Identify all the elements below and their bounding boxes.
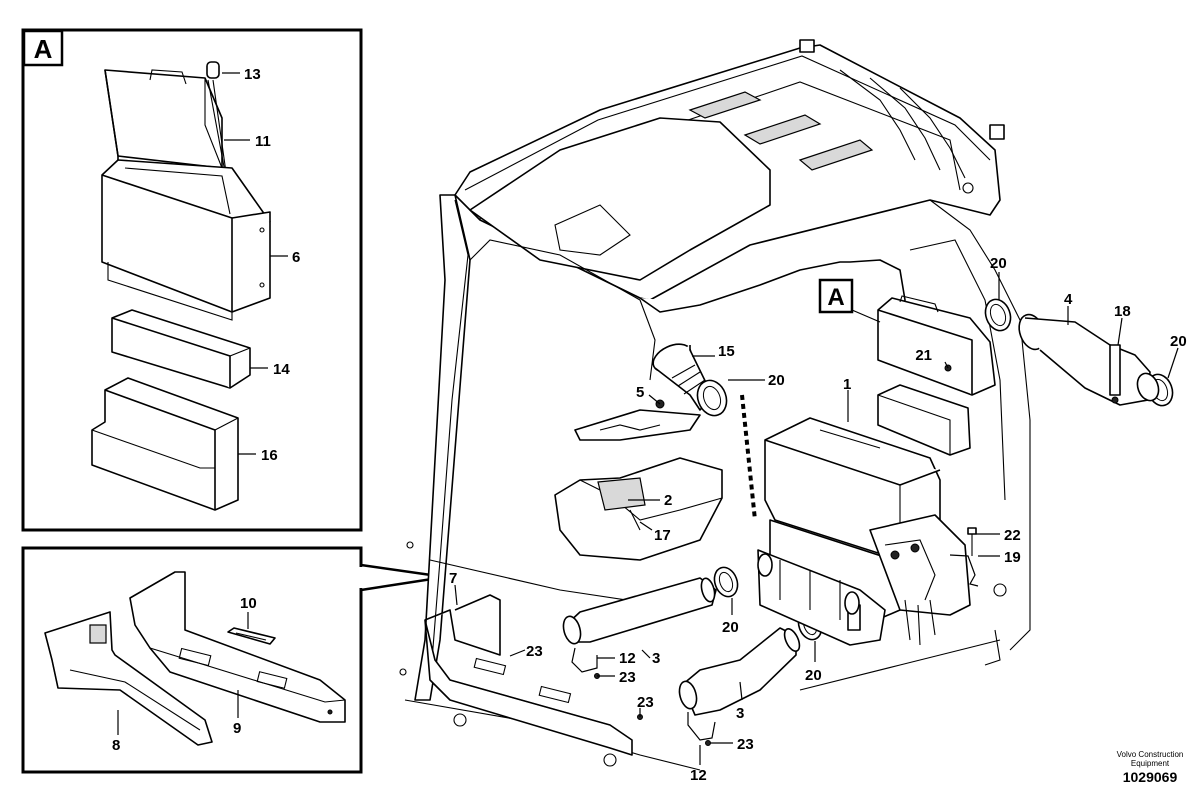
part-1-heater-unit bbox=[757, 417, 971, 646]
callout-23-d: 23 bbox=[737, 736, 754, 753]
part-11-cover bbox=[104, 69, 233, 211]
callout-11: 11 bbox=[255, 133, 271, 150]
callout-15: 15 bbox=[718, 343, 735, 360]
drawing-number: 1029069 bbox=[1122, 769, 1178, 785]
part-4-duct bbox=[1018, 313, 1160, 406]
callout-10: 10 bbox=[240, 595, 257, 612]
part-14-filter bbox=[111, 309, 251, 389]
callout-6: 6 bbox=[292, 249, 300, 266]
callout-22: 22 bbox=[1004, 527, 1021, 544]
part-6-housing bbox=[101, 159, 271, 321]
callout-17: 17 bbox=[654, 527, 671, 544]
part-8-panel bbox=[44, 611, 213, 746]
callout-9: 9 bbox=[233, 720, 241, 737]
callout-20-c: 20 bbox=[1170, 333, 1187, 350]
part-12-clip-upper bbox=[571, 647, 600, 679]
callout-3-b: 3 bbox=[736, 705, 744, 722]
part-10-grille bbox=[227, 612, 276, 645]
callout-23-b: 23 bbox=[619, 669, 636, 686]
callout-1: 1 bbox=[843, 376, 851, 393]
callout-3-a: 3 bbox=[652, 650, 660, 667]
callout-21: 21 bbox=[915, 347, 932, 364]
part-7-panel bbox=[424, 594, 633, 756]
credit-line-1: Volvo Construction bbox=[1116, 750, 1184, 759]
part-16-duct bbox=[91, 377, 239, 511]
part-3-hose-upper bbox=[562, 577, 717, 645]
part-2-duct-box bbox=[554, 457, 723, 561]
part-a-mounted-box bbox=[877, 295, 996, 456]
callout-18: 18 bbox=[1114, 303, 1131, 320]
callout-5: 5 bbox=[636, 384, 644, 401]
part-9-panel bbox=[129, 571, 346, 723]
callout-2: 2 bbox=[664, 492, 672, 509]
callout-a-cab: A bbox=[827, 284, 844, 311]
callout-4: 4 bbox=[1064, 291, 1073, 308]
callout-16: 16 bbox=[261, 447, 278, 464]
callout-20-e: 20 bbox=[805, 667, 822, 684]
callout-20-a: 20 bbox=[768, 372, 785, 389]
callout-12-a: 12 bbox=[619, 650, 636, 667]
part-5-bracket bbox=[574, 399, 701, 441]
clamp-20-a bbox=[696, 379, 728, 417]
detail-floor-panel: 10 8 9 bbox=[21, 546, 446, 774]
part-19-hose bbox=[949, 554, 979, 587]
part-22-bolt bbox=[967, 527, 977, 556]
callout-12-b: 12 bbox=[690, 767, 707, 784]
detail-a-panel: A bbox=[21, 28, 363, 532]
credit-line-2: Equipment bbox=[1130, 759, 1170, 768]
clamp-20-b bbox=[984, 298, 1012, 332]
callout-23-c: 23 bbox=[637, 694, 654, 711]
callout-23-a: 23 bbox=[526, 643, 543, 660]
part-3-hose-lower bbox=[678, 627, 801, 716]
cab-assembly: A bbox=[399, 39, 1187, 784]
callout-19: 19 bbox=[1004, 549, 1021, 566]
callout-14: 14 bbox=[273, 361, 290, 378]
callout-20-d: 20 bbox=[722, 619, 739, 636]
part-12-clip-lower bbox=[687, 712, 716, 746]
callout-8: 8 bbox=[112, 737, 120, 754]
publisher-credit: Volvo Construction Equipment 1029069 bbox=[1104, 750, 1196, 786]
detail-a-label: A bbox=[34, 34, 53, 64]
clamp-20-d bbox=[713, 566, 739, 598]
callout-13: 13 bbox=[244, 66, 261, 83]
callout-20-b: 20 bbox=[990, 255, 1007, 272]
callout-7: 7 bbox=[449, 570, 457, 587]
